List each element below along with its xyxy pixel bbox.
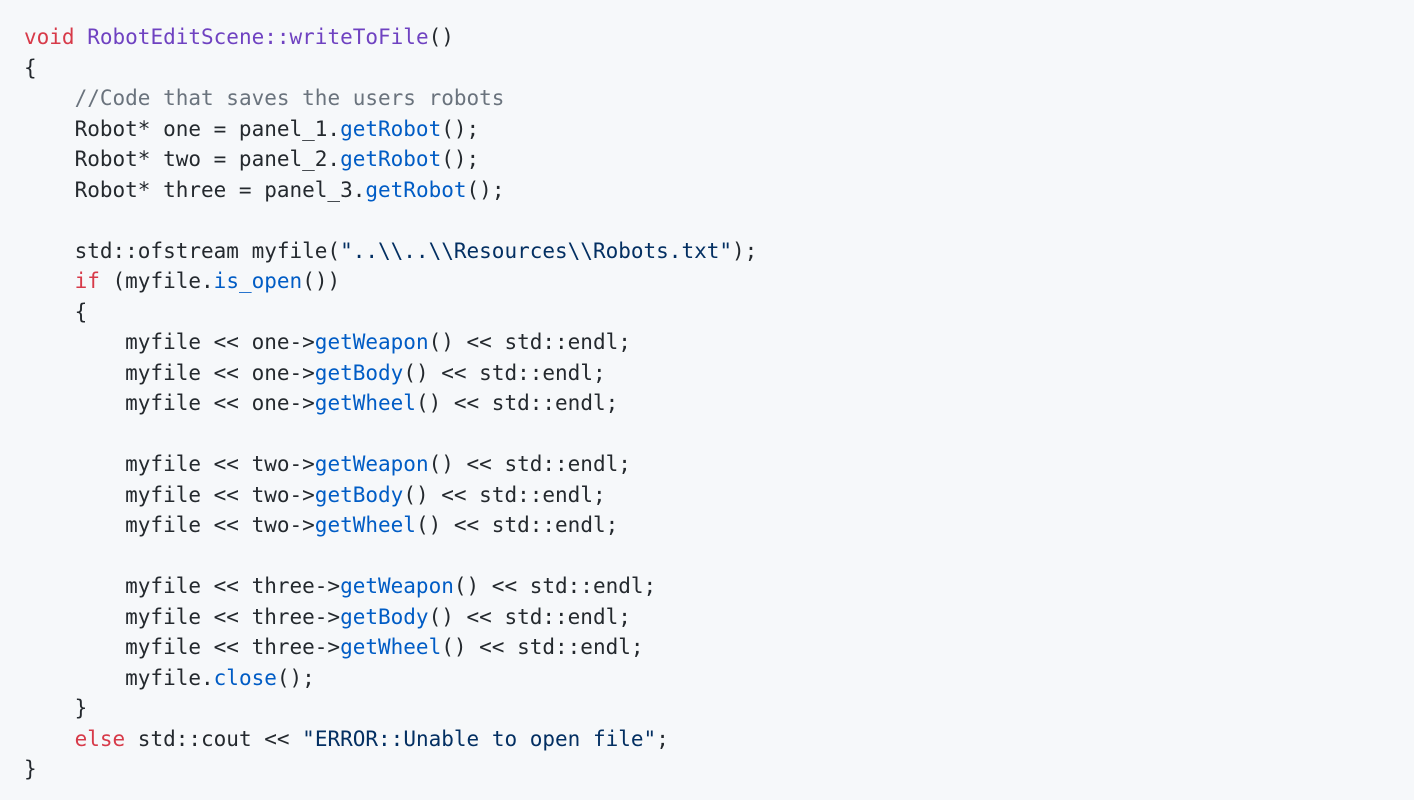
code-line: myfile.close(); xyxy=(24,663,1414,694)
code-token: Robot* three = panel_3. xyxy=(24,177,366,202)
code-line: //Code that saves the users robots xyxy=(24,83,1414,114)
code-token: (); xyxy=(466,177,505,202)
code-lines: void RobotEditScene::writeToFile(){ //Co… xyxy=(24,22,1414,785)
code-token: myfile << one-> xyxy=(24,391,315,415)
code-token: { xyxy=(24,55,37,80)
code-token: is_open xyxy=(213,269,303,293)
code-token: () << std::endl; xyxy=(428,452,631,476)
code-token: myfile << two-> xyxy=(24,452,315,476)
code-token: if xyxy=(74,269,100,293)
code-line: if (myfile.is_open()) xyxy=(24,266,1414,297)
code-token: () << std::endl; xyxy=(403,482,606,507)
code-token: getBody xyxy=(340,604,429,629)
code-token: () << std::endl; xyxy=(403,360,606,385)
code-token: ()) xyxy=(302,269,341,293)
code-token: () << std::endl; xyxy=(441,635,644,659)
code-token: myfile << two-> xyxy=(24,482,315,507)
code-token: myfile << one-> xyxy=(24,360,315,385)
code-line: else std::cout << "ERROR::Unable to open… xyxy=(24,724,1414,755)
code-line: { xyxy=(24,297,1414,328)
code-line: } xyxy=(24,754,1414,785)
code-token: () << std::endl; xyxy=(428,604,631,629)
code-line xyxy=(24,541,1414,572)
code-line: myfile << two->getWeapon() << std::endl; xyxy=(24,449,1414,480)
code-token: "ERROR::Unable to open file" xyxy=(302,726,657,751)
code-token: () << std::endl; xyxy=(415,513,619,537)
code-token: myfile << two-> xyxy=(24,513,315,537)
code-token: () << std::endl; xyxy=(453,574,657,598)
code-token: ; xyxy=(656,726,669,751)
code-token: getRobot xyxy=(340,147,442,171)
code-token: (); xyxy=(441,116,480,141)
code-line: myfile << two->getWheel() << std::endl; xyxy=(24,510,1414,541)
code-token: myfile << three-> xyxy=(24,635,341,659)
code-token: Robot* one = panel_1. xyxy=(24,116,341,141)
code-token: myfile << one-> xyxy=(24,330,315,354)
code-token: () xyxy=(428,25,454,49)
code-token: getWheel xyxy=(340,635,442,659)
code-token: ); xyxy=(732,238,758,263)
code-token: } xyxy=(24,757,37,781)
code-line: Robot* three = panel_3.getRobot(); xyxy=(24,175,1414,206)
code-token: (); xyxy=(441,147,480,171)
code-token: RobotEditScene::writeToFile xyxy=(87,25,429,49)
code-token: void xyxy=(24,25,75,49)
code-line: myfile << two->getBody() << std::endl; xyxy=(24,480,1414,511)
code-token: getRobot xyxy=(365,177,467,202)
code-line: myfile << three->getBody() << std::endl; xyxy=(24,602,1414,633)
code-line xyxy=(24,419,1414,450)
code-line: Robot* one = panel_1.getRobot(); xyxy=(24,114,1414,145)
code-token: myfile << three-> xyxy=(24,574,341,598)
code-line: Robot* two = panel_2.getRobot(); xyxy=(24,144,1414,175)
code-line: myfile << one->getWheel() << std::endl; xyxy=(24,388,1414,419)
code-token: getBody xyxy=(314,482,404,507)
code-token: getWeapon xyxy=(314,452,429,476)
code-token: getWheel xyxy=(314,513,416,537)
code-token: getBody xyxy=(314,360,404,385)
code-line: myfile << one->getWeapon() << std::endl; xyxy=(24,327,1414,358)
code-token: (); xyxy=(276,665,315,690)
code-token: //Code that saves the users robots xyxy=(74,86,505,110)
code-line xyxy=(24,205,1414,236)
code-token: getRobot xyxy=(340,116,442,141)
code-token xyxy=(24,86,75,110)
code-line: myfile << three->getWeapon() << std::end… xyxy=(24,571,1414,602)
code-token: "..\\..\\Resources\\Robots.txt" xyxy=(340,238,733,263)
code-token xyxy=(75,25,88,49)
code-line: std::ofstream myfile("..\\..\\Resources\… xyxy=(24,236,1414,267)
code-token: getWeapon xyxy=(314,330,429,354)
code-token: { xyxy=(24,299,88,324)
code-line: myfile << three->getWheel() << std::endl… xyxy=(24,632,1414,663)
code-token: myfile << three-> xyxy=(24,604,341,629)
code-token: getWeapon xyxy=(340,574,454,598)
code-line: myfile << one->getBody() << std::endl; xyxy=(24,358,1414,389)
code-line: void RobotEditScene::writeToFile() xyxy=(24,22,1414,53)
code-token: Robot* two = panel_2. xyxy=(24,147,341,171)
code-token: (myfile. xyxy=(99,269,214,293)
code-token: close xyxy=(213,665,277,690)
code-token: getWheel xyxy=(314,391,416,415)
code-line: } xyxy=(24,693,1414,724)
code-line: { xyxy=(24,53,1414,84)
code-token: () << std::endl; xyxy=(428,330,631,354)
code-token: () << std::endl; xyxy=(415,391,619,415)
code-token: std::cout << xyxy=(125,726,303,751)
code-token: else xyxy=(74,726,126,751)
code-token xyxy=(24,727,75,751)
code-token xyxy=(24,269,75,293)
code-token: std::ofstream myfile( xyxy=(24,238,341,263)
code-token: } xyxy=(24,696,88,720)
code-token: myfile. xyxy=(24,665,214,690)
